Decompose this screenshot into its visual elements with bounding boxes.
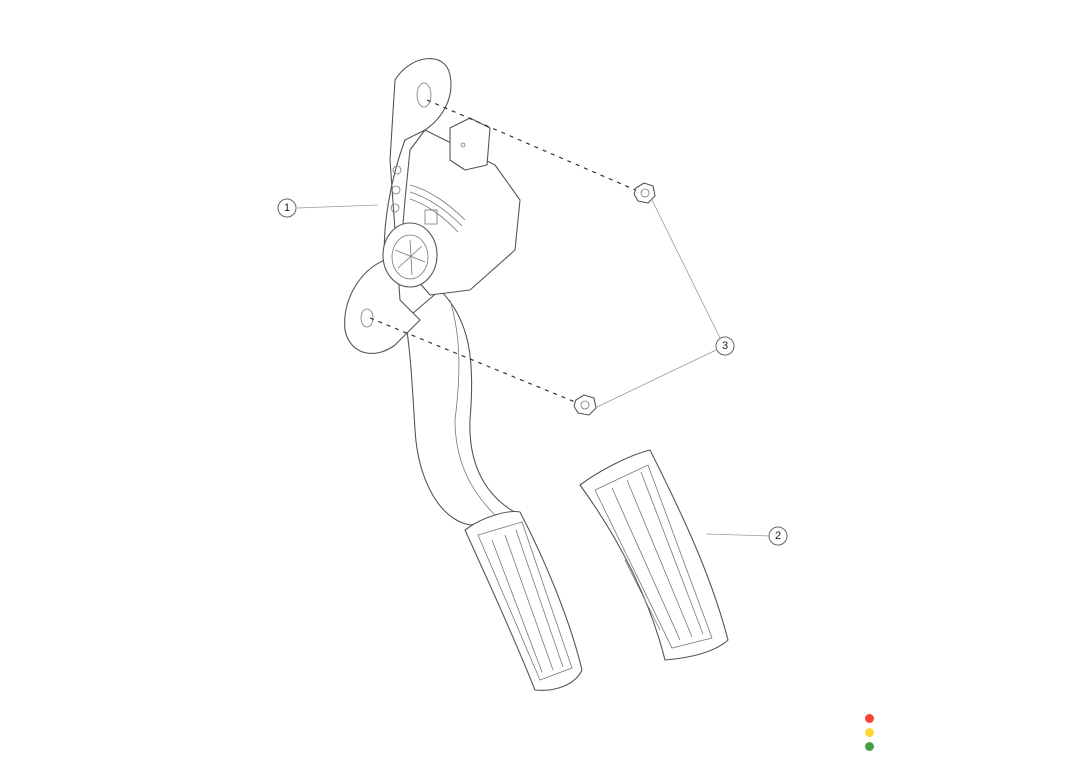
pedal-pad: [579, 449, 729, 661]
status-dot-red: [865, 714, 874, 723]
nut-top: [633, 182, 656, 204]
callout-3: 3: [715, 336, 735, 356]
leader-line-2: [705, 533, 771, 537]
nut-bottom: [573, 394, 597, 416]
mounting-bracket: [344, 58, 452, 354]
callout-2: 2: [768, 526, 788, 546]
leader-line-3b: [594, 349, 717, 409]
leader-line-3a: [651, 199, 721, 339]
callout-label: 2: [775, 530, 781, 542]
assembly-line-top: [426, 99, 641, 193]
callout-1: 1: [277, 198, 297, 218]
leader-line-1: [296, 204, 379, 209]
assembly-line-bottom: [369, 317, 581, 405]
pedal-arm: [404, 289, 521, 526]
status-dot-yellow: [865, 728, 874, 737]
callout-label: 1: [284, 202, 290, 214]
status-dot-green: [865, 742, 874, 751]
callout-label: 3: [722, 340, 728, 352]
pedal-pad-on-arm: [464, 511, 583, 691]
